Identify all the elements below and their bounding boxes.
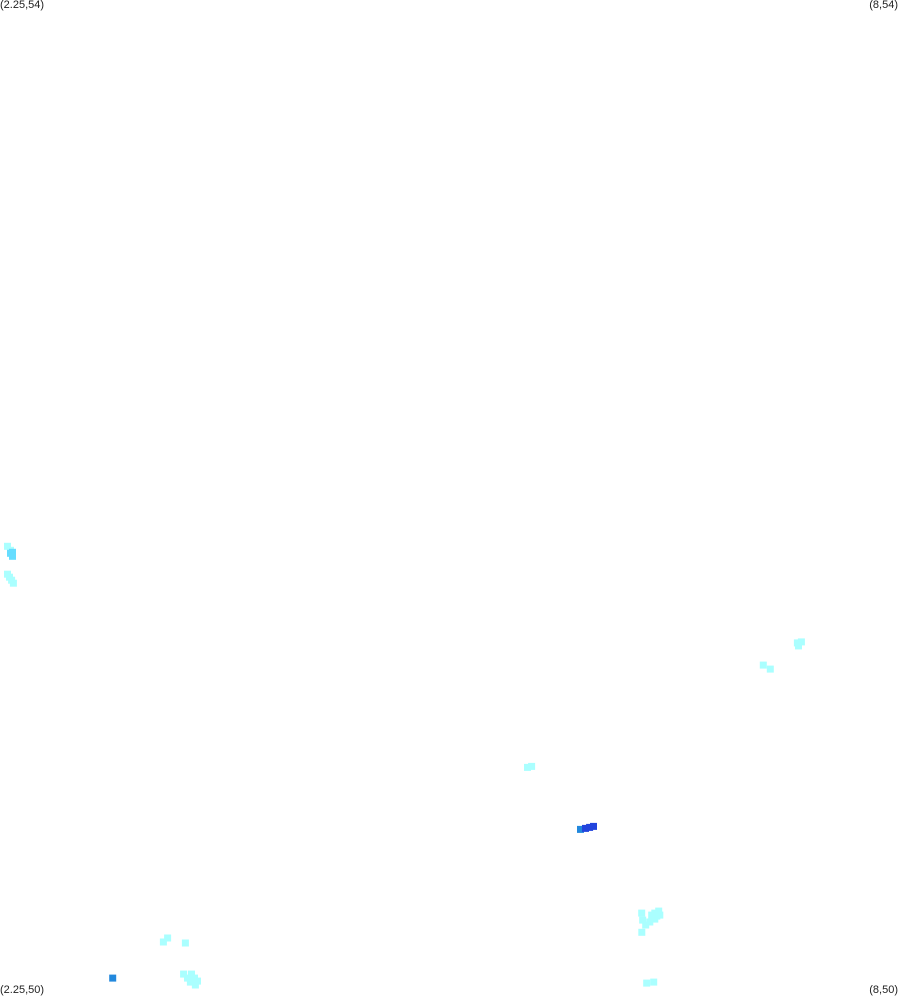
- data-cell: [639, 916, 647, 924]
- data-cell: [582, 824, 589, 832]
- data-cell: [797, 638, 805, 646]
- data-cell: [528, 762, 536, 770]
- corner-label-bottom-left: (2.25,50): [0, 984, 45, 996]
- data-cell: [655, 907, 663, 915]
- data-cell: [795, 642, 802, 650]
- data-cell: [646, 918, 654, 926]
- data-cell: [184, 974, 191, 982]
- corner-label-top-left: (2.25,54): [0, 0, 45, 11]
- data-cell: [656, 911, 664, 919]
- data-cell: [766, 665, 774, 673]
- data-cell: [524, 763, 531, 771]
- data-cell: [577, 825, 584, 833]
- corner-label-top-right: (8,54): [869, 0, 898, 11]
- data-cell: [159, 938, 167, 946]
- data-cells: [4, 542, 805, 989]
- data-cell: [9, 552, 16, 560]
- data-cell: [590, 822, 597, 830]
- data-cell: [180, 970, 188, 978]
- data-cell: [4, 542, 11, 550]
- data-cell: [651, 915, 659, 923]
- data-cell: [191, 981, 199, 989]
- data-cell: [188, 970, 195, 978]
- data-cell: [164, 934, 172, 942]
- data-cell: [643, 979, 651, 987]
- data-cell: [186, 978, 194, 986]
- data-cell: [194, 977, 201, 985]
- data-cell: [109, 974, 117, 982]
- data-cell: [638, 909, 646, 917]
- data-cell: [9, 579, 17, 587]
- data-cell: [642, 921, 650, 929]
- corner-label-bottom-right: (8,50): [869, 984, 898, 996]
- data-cell: [638, 928, 646, 936]
- data-cell: [650, 978, 658, 986]
- data-cell: [181, 939, 189, 947]
- data-cell: [759, 661, 767, 669]
- data-cell: [586, 823, 594, 831]
